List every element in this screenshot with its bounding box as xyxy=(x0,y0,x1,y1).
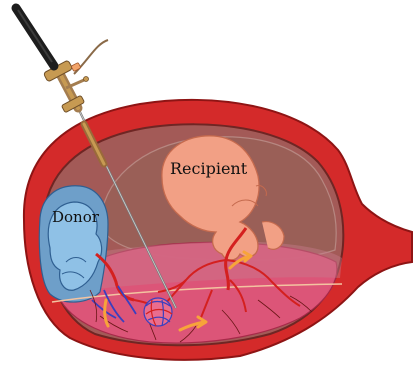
vascular-anastomosis xyxy=(144,298,172,326)
label-recipient: Recipient xyxy=(170,159,248,178)
label-donor: Donor xyxy=(52,208,100,226)
